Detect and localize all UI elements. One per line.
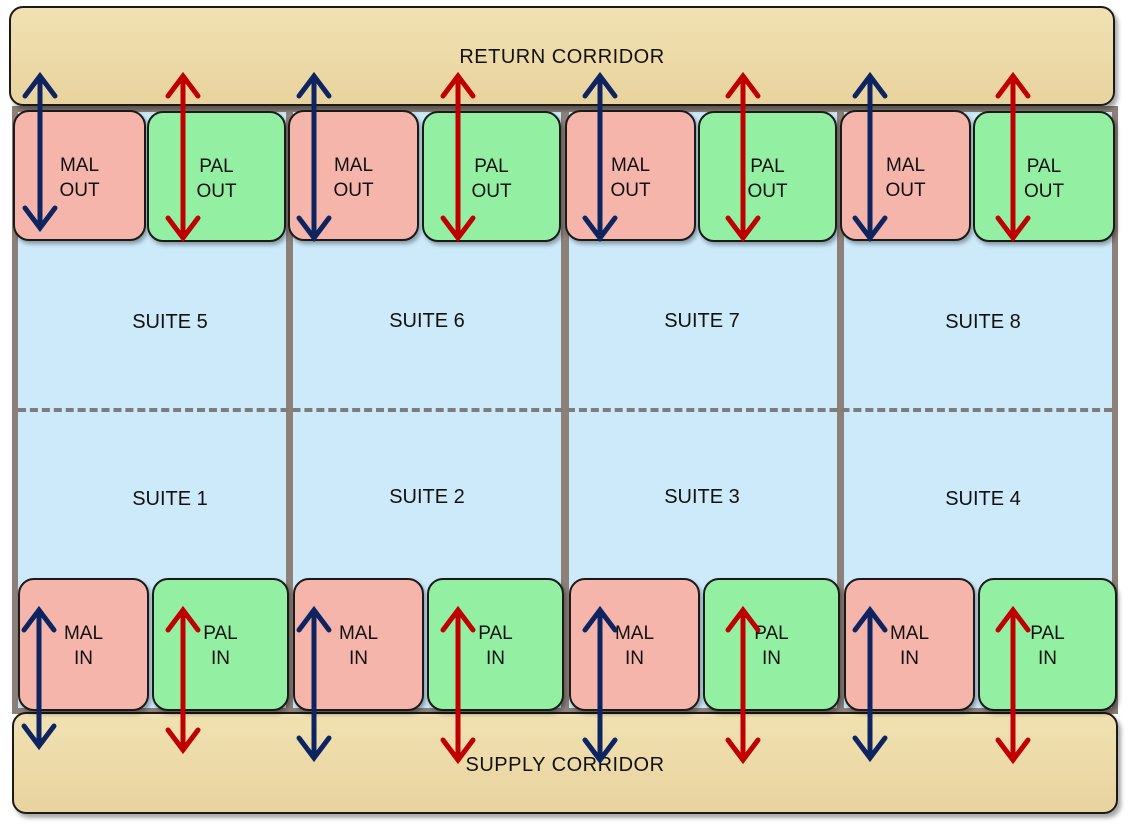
airlock-label-line1: MAL: [610, 155, 651, 176]
personnel-arrow: [440, 605, 476, 765]
personnel-arrow: [995, 605, 1031, 765]
personnel-arrow: [725, 71, 761, 243]
airlock-label-line1: PAL: [203, 623, 238, 644]
suite-2-label: SUITE 2: [389, 486, 465, 508]
airlock-label-line1: PAL: [1030, 623, 1065, 644]
mal-in-airlock-3: MAL IN: [569, 578, 700, 711]
pal-out-airlock-7: PAL OUT: [698, 111, 837, 242]
personnel-arrow: [165, 605, 201, 755]
pal-in-airlock-1: PAL IN: [152, 578, 289, 711]
airlock-label-line1: MAL: [889, 623, 930, 644]
suite-3-label: SUITE 3: [664, 486, 740, 508]
airlock-label-line1: PAL: [474, 156, 509, 177]
material-arrow: [852, 71, 888, 243]
personnel-arrow: [165, 71, 201, 243]
suite-7-label: SUITE 7: [664, 310, 740, 332]
suite-4-label: SUITE 4: [945, 488, 1021, 510]
airlock-label-line1: MAL: [338, 623, 379, 644]
personnel-arrow: [440, 71, 476, 243]
airlock-label-line2: OUT: [333, 180, 374, 201]
suite-8-label: SUITE 8: [945, 311, 1021, 333]
airlock-label-line2: IN: [1038, 648, 1057, 669]
airlock-label-line2: IN: [762, 648, 781, 669]
suite-1-label: SUITE 1: [132, 488, 208, 510]
material-arrow: [21, 605, 57, 751]
personnel-arrow: [725, 605, 761, 765]
mal-out-airlock-6: MAL OUT: [288, 110, 419, 241]
pal-in-airlock-3: PAL IN: [703, 578, 840, 711]
airlock-label-line1: PAL: [1026, 156, 1062, 177]
airlock-label-line1: PAL: [754, 623, 789, 644]
airlock-label-line2: OUT: [196, 181, 237, 202]
airlock-label-line1: PAL: [750, 156, 785, 177]
mal-out-airlock-5: MAL OUT: [13, 110, 146, 241]
airlock-label-line1: MAL: [614, 623, 655, 644]
airlock-label-line2: OUT: [885, 180, 926, 201]
airlock-label-line2: IN: [74, 648, 93, 669]
airlock-label-line1: PAL: [199, 156, 234, 177]
airlock-label-line1: MAL: [59, 155, 100, 176]
mal-out-airlock-8: MAL OUT: [840, 110, 971, 241]
airlock-label-line2: IN: [349, 648, 368, 669]
material-arrow: [582, 71, 618, 243]
material-arrow: [296, 605, 332, 763]
airlock-label-line1: PAL: [478, 623, 513, 644]
airlock-label-line2: IN: [900, 648, 919, 669]
airlock-label-line2: OUT: [610, 180, 651, 201]
pal-in-airlock-2: PAL IN: [427, 578, 564, 711]
airlock-label-line1: MAL: [333, 155, 374, 176]
airlock-label-line2: IN: [625, 648, 644, 669]
material-arrow: [582, 605, 618, 765]
supply-corridor-label: SUPPLY CORRIDOR: [465, 754, 665, 776]
material-arrow: [296, 71, 332, 243]
airlock-label-line2: OUT: [1023, 181, 1065, 202]
suite-divider: [18, 408, 1112, 412]
airlock-label-line2: OUT: [471, 181, 512, 202]
airlock-label-line2: IN: [211, 648, 230, 669]
suite-5-label: SUITE 5: [132, 311, 208, 333]
personnel-arrow: [995, 71, 1031, 243]
airlock-label-line2: IN: [486, 648, 505, 669]
return-corridor-label: RETURN CORRIDOR: [459, 46, 665, 68]
airlock-label-line2: OUT: [59, 180, 100, 201]
mal-in-airlock-4: MAL IN: [844, 578, 975, 711]
material-arrow: [22, 71, 58, 233]
airlock-label-line2: OUT: [747, 181, 788, 202]
airlock-label-line1: MAL: [885, 155, 926, 176]
material-arrow: [852, 605, 888, 763]
airlock-label-line1: MAL: [63, 623, 104, 644]
suite-6-label: SUITE 6: [389, 310, 465, 332]
pal-in-airlock-4: PAL IN: [978, 578, 1117, 711]
